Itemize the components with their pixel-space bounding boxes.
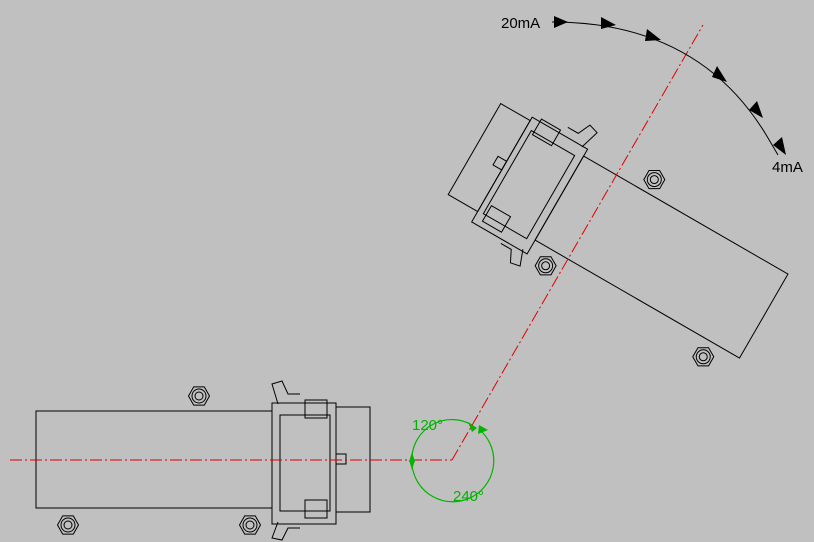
nut-icon — [238, 515, 262, 535]
arrow-icon — [645, 29, 661, 41]
tilted-centerline — [451, 24, 704, 461]
nut-icon — [56, 515, 80, 535]
angle-indicator: 120° 240° — [409, 417, 495, 505]
arrow-icon — [601, 17, 616, 29]
current-max-label: 20mA — [501, 15, 540, 32]
nut-icon — [534, 256, 557, 276]
arrow-icon — [712, 66, 727, 82]
angle-label-240: 240° — [453, 488, 484, 505]
arrow-icon — [468, 422, 477, 432]
horizontal-assembly — [35, 380, 371, 541]
arrow-icon — [409, 460, 415, 470]
nut-icon — [187, 386, 211, 406]
arrow-icon — [478, 425, 488, 434]
arrow-icon — [409, 452, 415, 462]
arrow-icon — [773, 137, 786, 155]
arrow-icon — [749, 101, 763, 118]
current-range-arc: 20mA 4mA — [501, 15, 803, 176]
angle-label-120: 120° — [412, 417, 443, 434]
nut-icon — [643, 169, 666, 190]
current-min-label: 4mA — [772, 159, 803, 176]
arrow-icon — [554, 16, 568, 28]
tilted-assembly — [447, 102, 789, 367]
nut-icon — [692, 347, 715, 367]
